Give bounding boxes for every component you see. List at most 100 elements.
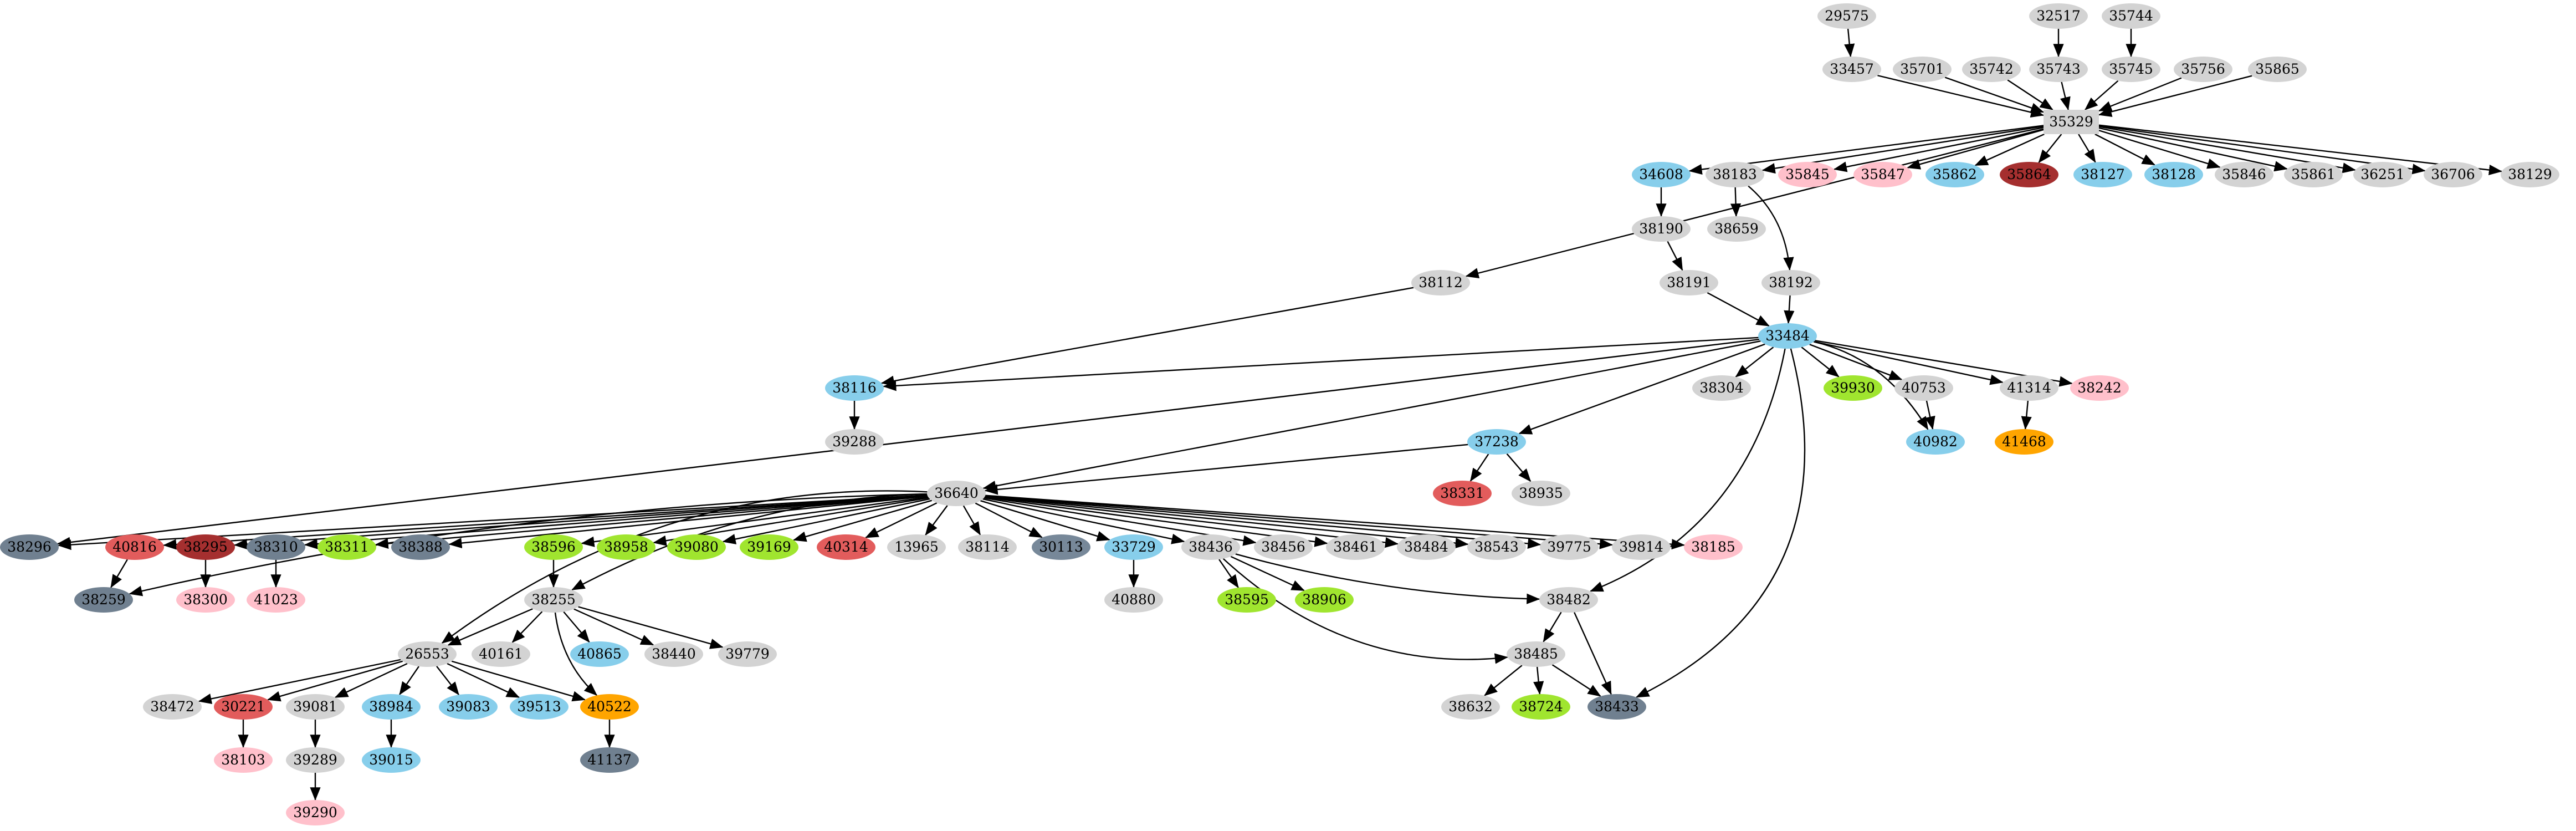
node-label-35329: 35329 — [2049, 114, 2093, 130]
edge-36640-13965 — [925, 505, 948, 536]
node-40753: 40753 — [1894, 375, 1953, 401]
edge-35329-35847 — [1907, 129, 2044, 170]
node-39015: 39015 — [362, 747, 421, 773]
edge-38255-40522 — [554, 612, 598, 696]
node-shape-38482 — [1539, 587, 1598, 613]
node-38543: 38543 — [1467, 534, 1526, 560]
node-label-40880: 40880 — [1112, 592, 1156, 608]
edge-38485-38632 — [1484, 665, 1523, 696]
node-40865: 40865 — [570, 641, 629, 667]
edge-33484-38482 — [1590, 348, 1786, 592]
edge-35329-35846 — [2098, 130, 2221, 169]
node-38310: 38310 — [247, 534, 305, 560]
node-shape-35846 — [2215, 162, 2273, 187]
node-shape-40161 — [472, 641, 530, 667]
node-39814: 39814 — [1612, 534, 1671, 560]
node-35742: 35742 — [1962, 57, 2021, 82]
node-label-39513: 39513 — [517, 699, 561, 715]
node-label-35865: 35865 — [2255, 61, 2300, 77]
node-shape-30221 — [214, 694, 273, 720]
node-label-36706: 36706 — [2431, 166, 2475, 182]
node-label-38436: 38436 — [1189, 539, 1233, 555]
edge-26553-39513 — [447, 662, 520, 699]
node-label-38472: 38472 — [150, 699, 194, 715]
node-shape-40880 — [1104, 587, 1163, 613]
node-label-35744: 35744 — [2109, 8, 2153, 24]
node-label-35743: 35743 — [2036, 61, 2081, 77]
edge-33484-37238 — [1518, 343, 1765, 435]
node-shape-35701 — [1893, 57, 1952, 82]
node-38724: 38724 — [1512, 694, 1570, 720]
node-shape-40522 — [580, 694, 639, 720]
node-39080: 39080 — [667, 534, 726, 560]
node-label-33729: 33729 — [1112, 539, 1156, 555]
node-label-38482: 38482 — [1546, 592, 1591, 608]
node-shape-39290 — [286, 800, 345, 825]
node-38596: 38596 — [524, 534, 583, 560]
edge-38485-38433 — [1551, 664, 1601, 697]
edge-26553-40522 — [451, 660, 586, 702]
edge-36640-40314 — [865, 502, 938, 538]
edge-33484-40982 — [1813, 341, 1929, 430]
node-shape-39930 — [1824, 375, 1882, 401]
edge-36640-38311 — [375, 495, 928, 549]
node-39289: 39289 — [286, 747, 345, 773]
node-shape-38984 — [362, 694, 421, 720]
node-41468: 41468 — [1995, 429, 2053, 455]
node-38659: 38659 — [1707, 216, 1766, 242]
node-shape-38114 — [958, 534, 1017, 560]
node-label-38484: 38484 — [1404, 539, 1448, 555]
node-label-35861: 35861 — [2291, 166, 2336, 182]
edge-38112-38116 — [880, 287, 1414, 386]
node-shape-33484 — [1758, 323, 1817, 349]
node-41314: 41314 — [2000, 375, 2058, 401]
node-label-38296: 38296 — [7, 539, 52, 555]
node-label-40753: 40753 — [1902, 380, 1946, 396]
node-label-38485: 38485 — [1514, 646, 1558, 662]
node-39083: 39083 — [439, 694, 498, 720]
node-label-38114: 38114 — [965, 539, 1010, 555]
edge-38485-38724 — [1533, 666, 1544, 695]
node-label-38935: 38935 — [1519, 485, 1563, 501]
node-shape-39513 — [510, 694, 569, 720]
node-38259: 38259 — [74, 587, 133, 613]
node-shape-38128 — [2144, 162, 2203, 187]
node-shape-35865 — [2248, 57, 2307, 82]
node-shape-38543 — [1467, 534, 1526, 560]
node-38300: 38300 — [176, 587, 235, 613]
node-38190: 38190 — [1632, 216, 1691, 242]
node-shape-39015 — [362, 747, 421, 773]
node-shape-38310 — [247, 534, 305, 560]
node-label-35845: 35845 — [1785, 166, 1830, 182]
node-39775: 39775 — [1540, 534, 1599, 560]
node-shape-38296 — [0, 534, 59, 560]
node-38472: 38472 — [143, 694, 202, 720]
edge-36640-38484 — [985, 496, 1399, 548]
node-38116: 38116 — [825, 375, 884, 401]
node-label-38112: 38112 — [1418, 274, 1463, 290]
node-39290: 39290 — [286, 800, 345, 825]
node-label-33484: 33484 — [1765, 328, 1810, 344]
edge-26553-39083 — [436, 666, 459, 696]
node-label-38190: 38190 — [1639, 221, 1683, 237]
node-label-38331: 38331 — [1440, 485, 1484, 501]
node-38103: 38103 — [214, 747, 273, 773]
node-39779: 39779 — [718, 641, 777, 667]
node-label-38191: 38191 — [1667, 274, 1711, 290]
node-41023: 41023 — [247, 587, 305, 613]
edge-36640-38114 — [962, 505, 981, 536]
node-shape-35329 — [2044, 110, 2099, 134]
node-38242: 38242 — [2070, 375, 2129, 401]
node-35743: 35743 — [2029, 57, 2088, 82]
node-label-36251: 36251 — [2360, 166, 2405, 182]
edge-33484-38433 — [1636, 348, 1806, 698]
node-label-38388: 38388 — [398, 539, 443, 555]
node-shape-35756 — [2174, 57, 2232, 82]
node-38114: 38114 — [958, 534, 1017, 560]
node-label-32517: 32517 — [2036, 8, 2081, 24]
node-label-38116: 38116 — [832, 380, 877, 396]
node-35864: 35864 — [2000, 162, 2058, 187]
node-label-39930: 39930 — [1831, 380, 1875, 396]
